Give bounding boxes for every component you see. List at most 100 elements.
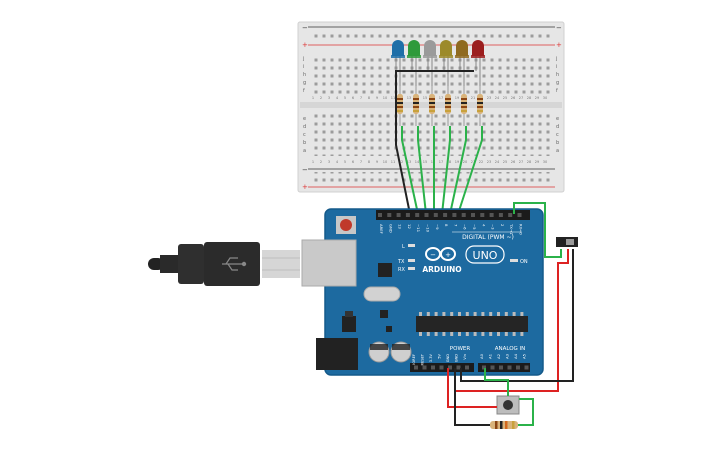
breadboard-row-letter: i [556, 64, 557, 70]
digital-pin-label: ~6 [463, 224, 468, 230]
svg-text:−: − [430, 251, 436, 259]
usb-chip [378, 263, 392, 277]
digital-pin-label: 8 [444, 224, 449, 227]
breadboard-row-letter: d [303, 124, 306, 130]
svg-text:−: − [302, 166, 308, 174]
breadboard-column-number: 5 [344, 96, 346, 100]
led-ground-wire [395, 70, 474, 215]
digital-pin-label: GND [388, 224, 393, 233]
digital-pin-label: TX→1 [509, 223, 514, 235]
breadboard-row-letter: i [303, 64, 304, 70]
power-pin-holes [414, 365, 529, 370]
slide-switch-icon[interactable] [556, 237, 578, 247]
breadboard-column-number: 9 [376, 160, 378, 164]
breadboard-row-letter: b [303, 140, 306, 146]
l-led-label: L [402, 244, 405, 250]
signal-wire [417, 126, 427, 215]
breadboard-row-letter: e [556, 116, 559, 122]
led [407, 40, 421, 88]
breadboard-column-number: 28 [527, 96, 531, 100]
svg-text:−: − [556, 24, 562, 32]
power-pin-label: GND [446, 354, 450, 362]
breadboard-column-number: 10 [383, 96, 387, 100]
breadboard-column-number: 17 [439, 96, 443, 100]
resistor [461, 86, 467, 126]
breadboard-column-number: 8 [368, 96, 370, 100]
digital-pin-label: 2 [500, 224, 505, 227]
resistor [413, 86, 419, 126]
breadboard-column-number: 15 [423, 160, 427, 164]
breadboard-column-number: 13 [407, 160, 411, 164]
power-pin-label: 5V [438, 353, 442, 358]
breadboard-column-number: 24 [495, 160, 500, 164]
breadboard-bottom-power-rail: − + [302, 166, 555, 191]
breadboard-column-number: 4 [336, 96, 339, 100]
analog-pin-label: A3 [505, 353, 510, 359]
breadboard-column-number: 13 [407, 96, 411, 100]
analog-header [478, 363, 530, 372]
analog-pin-label: A4 [513, 353, 518, 359]
breadboard-column-number: 23 [487, 96, 491, 100]
breadboard-column-number: 25 [503, 96, 507, 100]
voltage-regulator [342, 316, 356, 332]
model-label: UNO [473, 249, 498, 262]
power-pin-label: GND [455, 354, 459, 362]
breadboard-column-number: 22 [479, 160, 483, 164]
on-led-label: ON [520, 259, 528, 265]
breadboard-column-number: 3 [328, 160, 330, 164]
svg-text:+: + [302, 183, 308, 191]
breadboard-column-number: 6 [352, 96, 354, 100]
led-resistors [397, 86, 483, 126]
power-pin-label: IOREF [412, 354, 416, 365]
breadboard-row-letter: d [556, 124, 559, 130]
usb-plug-icon [148, 242, 300, 286]
signal-wire [457, 126, 483, 215]
breadboard-column-number: 21 [471, 160, 475, 164]
power-pin-label: RESET [421, 353, 425, 365]
breadboard-column-number: 14 [415, 160, 420, 164]
analog-pin-label: A1 [488, 353, 493, 359]
digital-pin-label: 7 [453, 224, 458, 227]
breadboard-column-number: 1 [312, 160, 314, 164]
breadboard-row-letter: e [303, 116, 306, 122]
crystal [363, 286, 401, 302]
breadboard-column-number: 8 [368, 160, 370, 164]
breadboard-row-letter: h [303, 72, 306, 78]
breadboard-row-letter: f [556, 88, 558, 94]
reset-button-icon[interactable] [336, 216, 356, 234]
breadboard-column-number: 24 [495, 96, 500, 100]
breadboard-column-number: 7 [360, 160, 362, 164]
analog-label: ANALOG IN [495, 346, 526, 352]
breadboard-column-number: 27 [519, 160, 523, 164]
usb-b-port [301, 239, 357, 287]
breadboard-row-letter: a [303, 148, 306, 154]
digital-pin-label: ~11 [416, 224, 421, 233]
led [423, 40, 437, 88]
breadboard-row-letter: c [556, 132, 559, 138]
power-pin-label: 3.3V [429, 353, 433, 362]
resistor [445, 86, 451, 126]
signal-wire [449, 126, 467, 215]
analog-pin-label: A0 [479, 353, 484, 359]
breadboard-column-number: 26 [511, 96, 515, 100]
breadboard-row-letter: c [303, 132, 306, 138]
power-label: POWER [450, 346, 471, 352]
led [439, 40, 453, 88]
digital-pin-label: ~3 [491, 224, 496, 230]
breadboard-column-number: 17 [439, 160, 443, 164]
digital-pin-holes [378, 213, 522, 217]
breadboard-column-number: 11 [391, 96, 395, 100]
digital-pin-label: ~10 [426, 224, 431, 233]
digital-pin-label: AREF [379, 224, 384, 234]
breadboard-column-number: 6 [352, 160, 354, 164]
resistor [429, 86, 435, 126]
breadboard-column-number: 15 [423, 96, 427, 100]
breadboard-row-letter: g [556, 80, 559, 86]
push-button-icon[interactable] [496, 395, 520, 415]
breadboard-row-letter: f [303, 88, 305, 94]
breadboard-column-number: 12 [399, 160, 403, 164]
